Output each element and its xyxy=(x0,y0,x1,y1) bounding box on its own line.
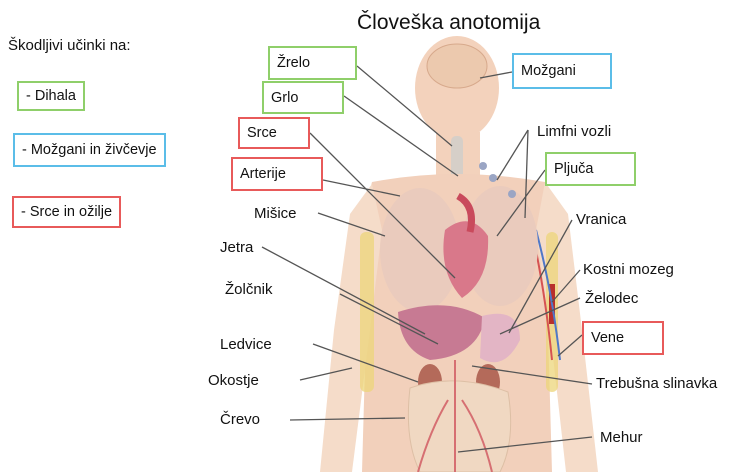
legend-respiratory: - Dihala xyxy=(17,81,85,111)
label-arterije: Arterije xyxy=(231,157,323,191)
label-grlo: Grlo xyxy=(262,81,344,114)
label-zrelo: Žrelo xyxy=(268,46,357,80)
legend-heading: Škodljivi učinki na: xyxy=(8,38,131,53)
label-srce: Srce xyxy=(238,117,310,149)
lymph-node xyxy=(489,174,497,182)
label-zolcnik: Žolčnik xyxy=(225,282,273,297)
legend-nervous: - Možgani in živčevje xyxy=(13,133,166,167)
label-vene: Vene xyxy=(582,321,664,355)
legend-cardio: - Srce in ožilje xyxy=(12,196,121,228)
label-mehur: Mehur xyxy=(600,430,643,445)
label-trebusna-slinavka: Trebušna slinavka xyxy=(596,376,717,391)
label-pljuca: Pljuča xyxy=(545,152,636,186)
leader-limfni xyxy=(497,130,528,180)
intestines xyxy=(408,381,510,472)
label-misice: Mišice xyxy=(254,206,297,221)
label-kostni-mozeg: Kostni mozeg xyxy=(583,262,674,277)
label-vranica: Vranica xyxy=(576,212,626,227)
label-limfni-vozli: Limfni vozli xyxy=(537,124,611,139)
diagram-title: Človeška anotomija xyxy=(357,12,540,33)
lymph-node xyxy=(479,162,487,170)
label-mozgani: Možgani xyxy=(512,53,612,89)
lymph-node xyxy=(508,190,516,198)
label-ledvice: Ledvice xyxy=(220,337,272,352)
left-arm-bone xyxy=(360,232,374,392)
label-zelodec: Želodec xyxy=(585,291,638,306)
label-crevo: Črevo xyxy=(220,412,260,427)
label-jetra: Jetra xyxy=(220,240,253,255)
brain xyxy=(427,44,487,88)
label-okostje: Okostje xyxy=(208,373,259,388)
